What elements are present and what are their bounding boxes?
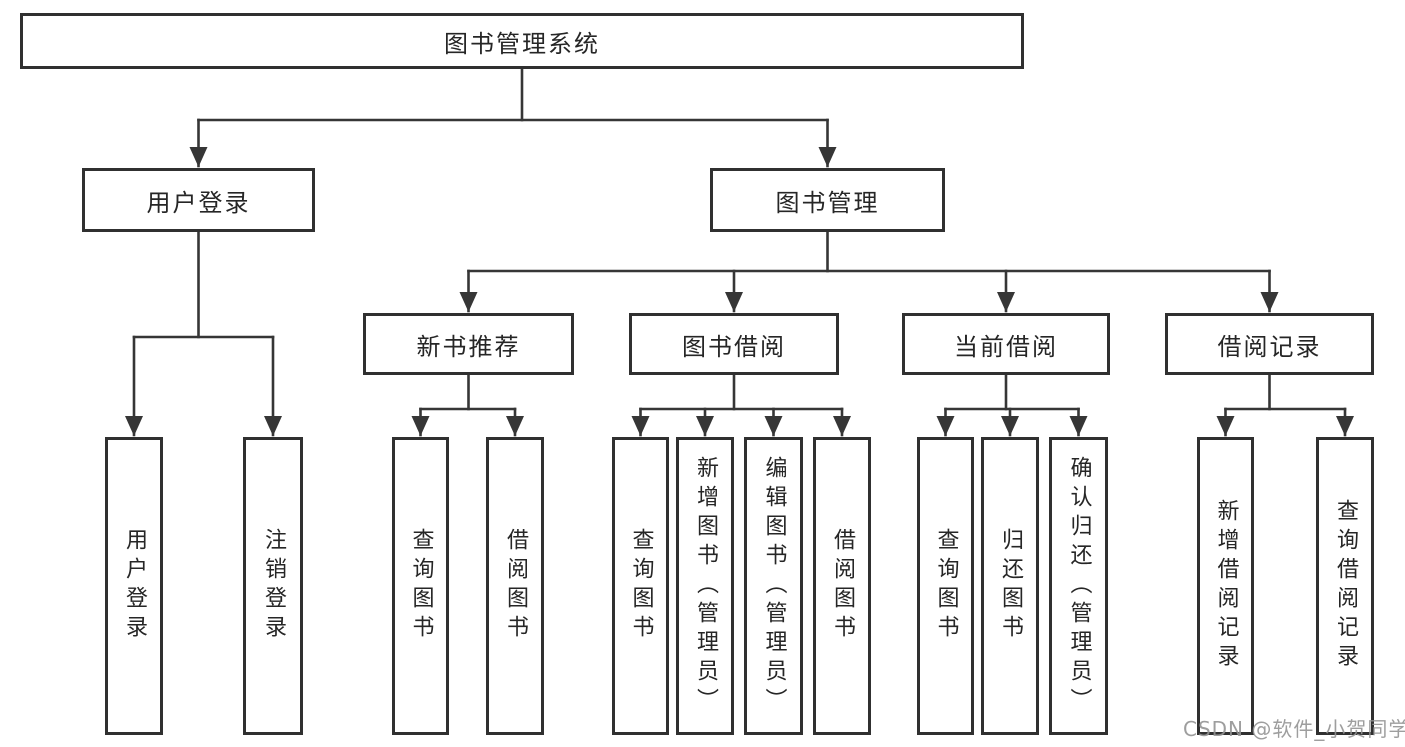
leaf-label: 借阅图书 xyxy=(830,528,855,644)
leaf-bb-add-books-admin: 新增图书（管理员） xyxy=(676,437,734,735)
leaf-br-add-record: 新增借阅记录 xyxy=(1197,437,1254,735)
leaf-label: 查询借阅记录 xyxy=(1333,499,1358,673)
leaf-nbr-query-books: 查询图书 xyxy=(392,437,449,735)
leaf-label: 确认归还（管理员） xyxy=(1066,455,1092,717)
node-new-book-recommend: 新书推荐 xyxy=(363,313,574,375)
leaf-label: 查询图书 xyxy=(408,528,434,644)
leaf-label: 查询图书 xyxy=(933,528,959,644)
leaf-label: 编辑图书（管理员） xyxy=(761,455,787,717)
node-user-login: 用户登录 xyxy=(82,168,315,232)
watermark: CSDN @软件_小贺同学 xyxy=(1183,717,1405,741)
leaf-user-login: 用户登录 xyxy=(105,437,163,735)
leaf-nbr-borrow-books: 借阅图书 xyxy=(486,437,544,735)
node-root: 图书管理系统 xyxy=(20,13,1024,69)
node-borrowing-records: 借阅记录 xyxy=(1165,313,1374,375)
leaf-bb-borrow-books: 借阅图书 xyxy=(813,437,871,735)
leaf-label: 归还图书 xyxy=(998,528,1023,644)
leaf-label: 新增借阅记录 xyxy=(1213,499,1239,673)
leaf-logout: 注销登录 xyxy=(243,437,303,735)
leaf-bb-edit-books-admin: 编辑图书（管理员） xyxy=(744,437,803,735)
leaf-cb-return-books: 归还图书 xyxy=(981,437,1039,735)
leaf-label: 借阅图书 xyxy=(503,528,528,644)
node-book-borrowing: 图书借阅 xyxy=(629,313,839,375)
node-book-management: 图书管理 xyxy=(710,168,945,232)
leaf-label: 用户登录 xyxy=(122,528,147,644)
leaf-label: 注销登录 xyxy=(261,528,286,644)
leaf-bb-query-books: 查询图书 xyxy=(612,437,669,735)
leaf-cb-query-books: 查询图书 xyxy=(917,437,974,735)
leaf-cb-confirm-return-admin: 确认归还（管理员） xyxy=(1049,437,1108,735)
node-current-borrowing: 当前借阅 xyxy=(902,313,1110,375)
leaf-br-query-record: 查询借阅记录 xyxy=(1316,437,1374,735)
leaf-label: 查询图书 xyxy=(628,528,654,644)
leaf-label: 新增图书（管理员） xyxy=(693,455,718,717)
